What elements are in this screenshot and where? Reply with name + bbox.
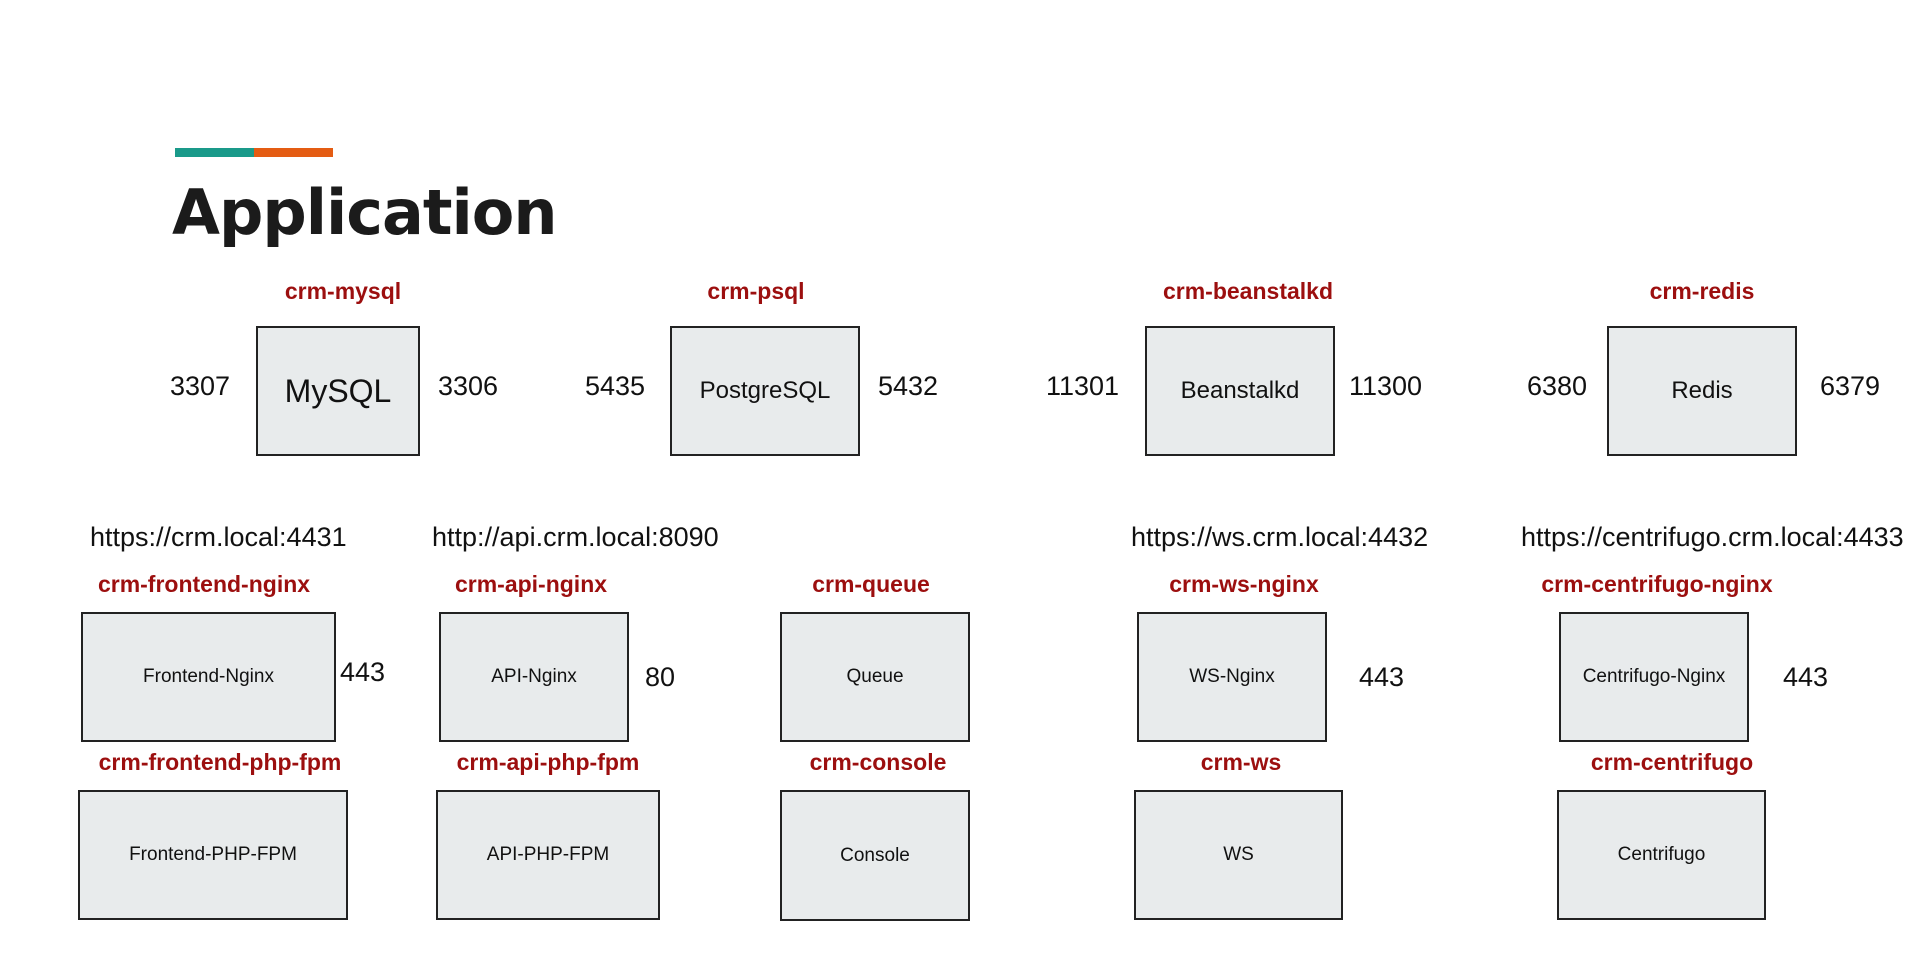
service-name-console: crm-console [809, 749, 947, 775]
service-name-psql: crm-psql [707, 278, 805, 304]
queue-box: Queue [780, 612, 970, 742]
accent-bar-orange [254, 148, 333, 157]
redis-box: Redis [1607, 326, 1797, 456]
service-name-ws: crm-ws [1200, 749, 1282, 775]
service-name-redis: crm-redis [1649, 278, 1755, 304]
ws-box: WS [1134, 790, 1343, 920]
port-right-mysql: 3306 [438, 371, 499, 401]
service-name-frontend-nginx: crm-frontend-nginx [97, 571, 311, 597]
service-name-api-nginx: crm-api-nginx [454, 571, 608, 597]
port-right-redis: 6379 [1820, 371, 1881, 401]
port-ws-nginx: 443 [1359, 662, 1405, 692]
service-name-queue: crm-queue [812, 571, 930, 597]
port-left-psql: 5435 [585, 371, 646, 401]
frontend-php-fpm-box: Frontend-PHP-FPM [78, 790, 348, 920]
service-name-centrifugo-nginx: crm-centrifugo-nginx [1541, 571, 1773, 597]
service-name-api-php-fpm: crm-api-php-fpm [456, 749, 640, 775]
service-name-ws-nginx: crm-ws-nginx [1169, 571, 1319, 597]
accent-bar-teal [175, 148, 254, 157]
page-title: Application [172, 176, 557, 249]
port-left-beanstalkd: 11301 [1046, 371, 1120, 401]
api-php-fpm-box: API-PHP-FPM [436, 790, 660, 920]
service-name-frontend-php-fpm: crm-frontend-php-fpm [98, 749, 342, 775]
port-right-beanstalkd: 11300 [1349, 371, 1423, 401]
port-api-nginx: 80 [645, 662, 676, 692]
beanstalkd-box: Beanstalkd [1145, 326, 1335, 456]
port-frontend-nginx: 443 [340, 657, 386, 687]
url-ws: https://ws.crm.local:4432 [1131, 522, 1429, 552]
console-box: Console [780, 790, 970, 921]
port-centrifugo-nginx: 443 [1783, 662, 1829, 692]
service-name-beanstalkd: crm-beanstalkd [1162, 278, 1334, 304]
port-left-redis: 6380 [1527, 371, 1588, 401]
url-centrifugo: https://centrifugo.crm.local:4433 [1521, 522, 1904, 552]
ws-nginx-box: WS-Nginx [1137, 612, 1327, 742]
mysql-box: MySQL [256, 326, 420, 456]
port-right-psql: 5432 [878, 371, 939, 401]
service-name-centrifugo: crm-centrifugo [1590, 749, 1754, 775]
port-left-mysql: 3307 [170, 371, 231, 401]
url-frontend: https://crm.local:4431 [90, 522, 347, 552]
service-name-mysql: crm-mysql [284, 278, 402, 304]
frontend-nginx-box: Frontend-Nginx [81, 612, 336, 742]
url-api: http://api.crm.local:8090 [432, 522, 719, 552]
api-nginx-box: API-Nginx [439, 612, 629, 742]
centrifugo-nginx-box: Centrifugo-Nginx [1559, 612, 1749, 742]
centrifugo-box: Centrifugo [1557, 790, 1766, 920]
postgresql-box: PostgreSQL [670, 326, 860, 456]
